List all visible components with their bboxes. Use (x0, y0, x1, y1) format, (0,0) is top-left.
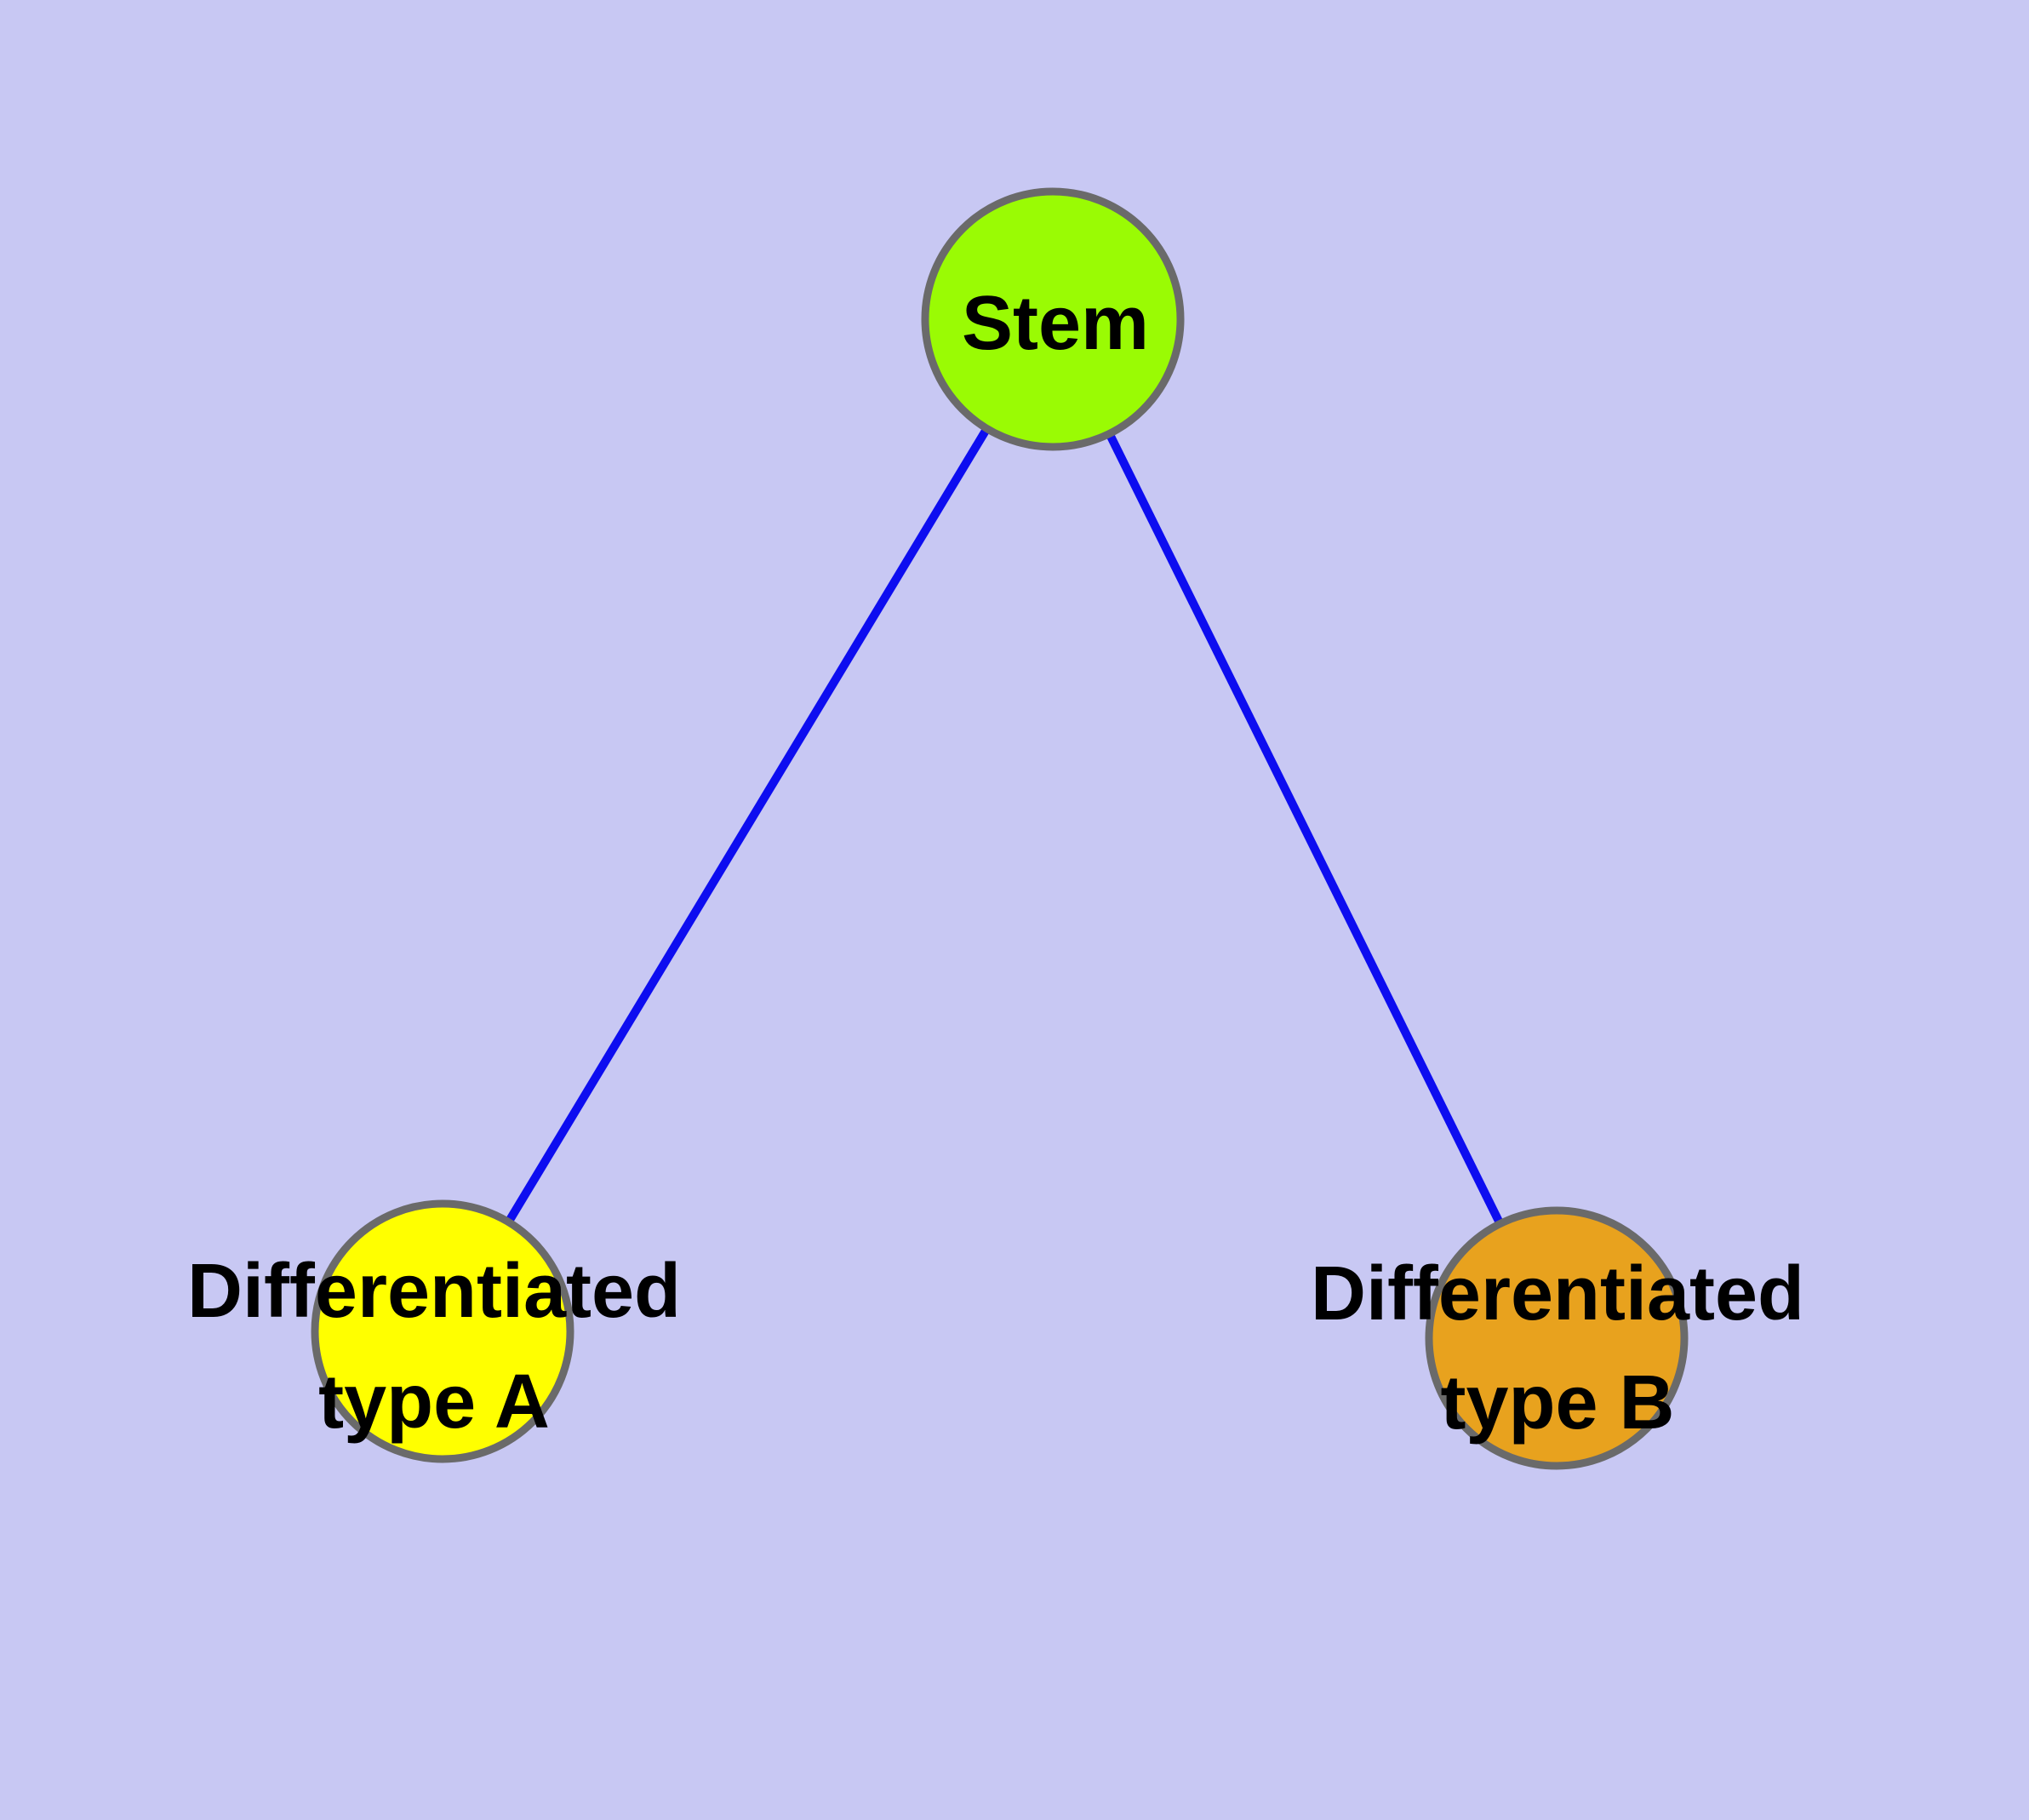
edge-stem-to-type-b (1049, 317, 1561, 1341)
node-differentiated-type-a (311, 1199, 574, 1463)
node-type-b-label-line1: Differentiated (1311, 1251, 1804, 1336)
node-type-a-label-line1: Differentiated (187, 1249, 681, 1334)
node-type-a-label-line2: type A (318, 1359, 550, 1445)
node-type-b-label-line2: type B (1440, 1360, 1674, 1445)
node-stem-label: Stem (962, 281, 1149, 366)
node-differentiated-type-b (1425, 1206, 1689, 1470)
node-stem (921, 187, 1185, 451)
edge-stem-to-type-a (438, 317, 1057, 1334)
